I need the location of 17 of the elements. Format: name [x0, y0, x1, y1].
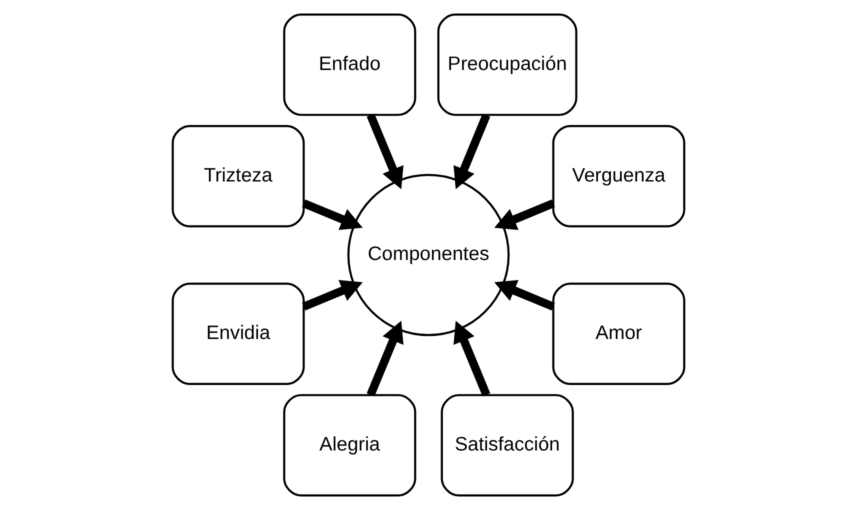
node-box: Alegria: [282, 394, 416, 496]
arrow: [453, 113, 490, 189]
arrow: [494, 280, 554, 310]
node-box: Satisfacción: [440, 394, 574, 496]
arrow: [366, 320, 403, 396]
arrow: [302, 280, 362, 310]
arrow: [366, 113, 403, 189]
arrow: [302, 198, 362, 230]
node-circle: Componentes: [346, 173, 510, 336]
node-box: Preocupación: [436, 13, 577, 116]
arrow: [453, 320, 490, 396]
node-box: Enfado: [282, 13, 416, 116]
node-box: Trizteza: [171, 124, 304, 227]
node-box: Amor: [552, 282, 685, 384]
node-box: Envidia: [171, 282, 304, 384]
arrow: [494, 198, 554, 230]
node-box: Verguenza: [552, 124, 685, 227]
